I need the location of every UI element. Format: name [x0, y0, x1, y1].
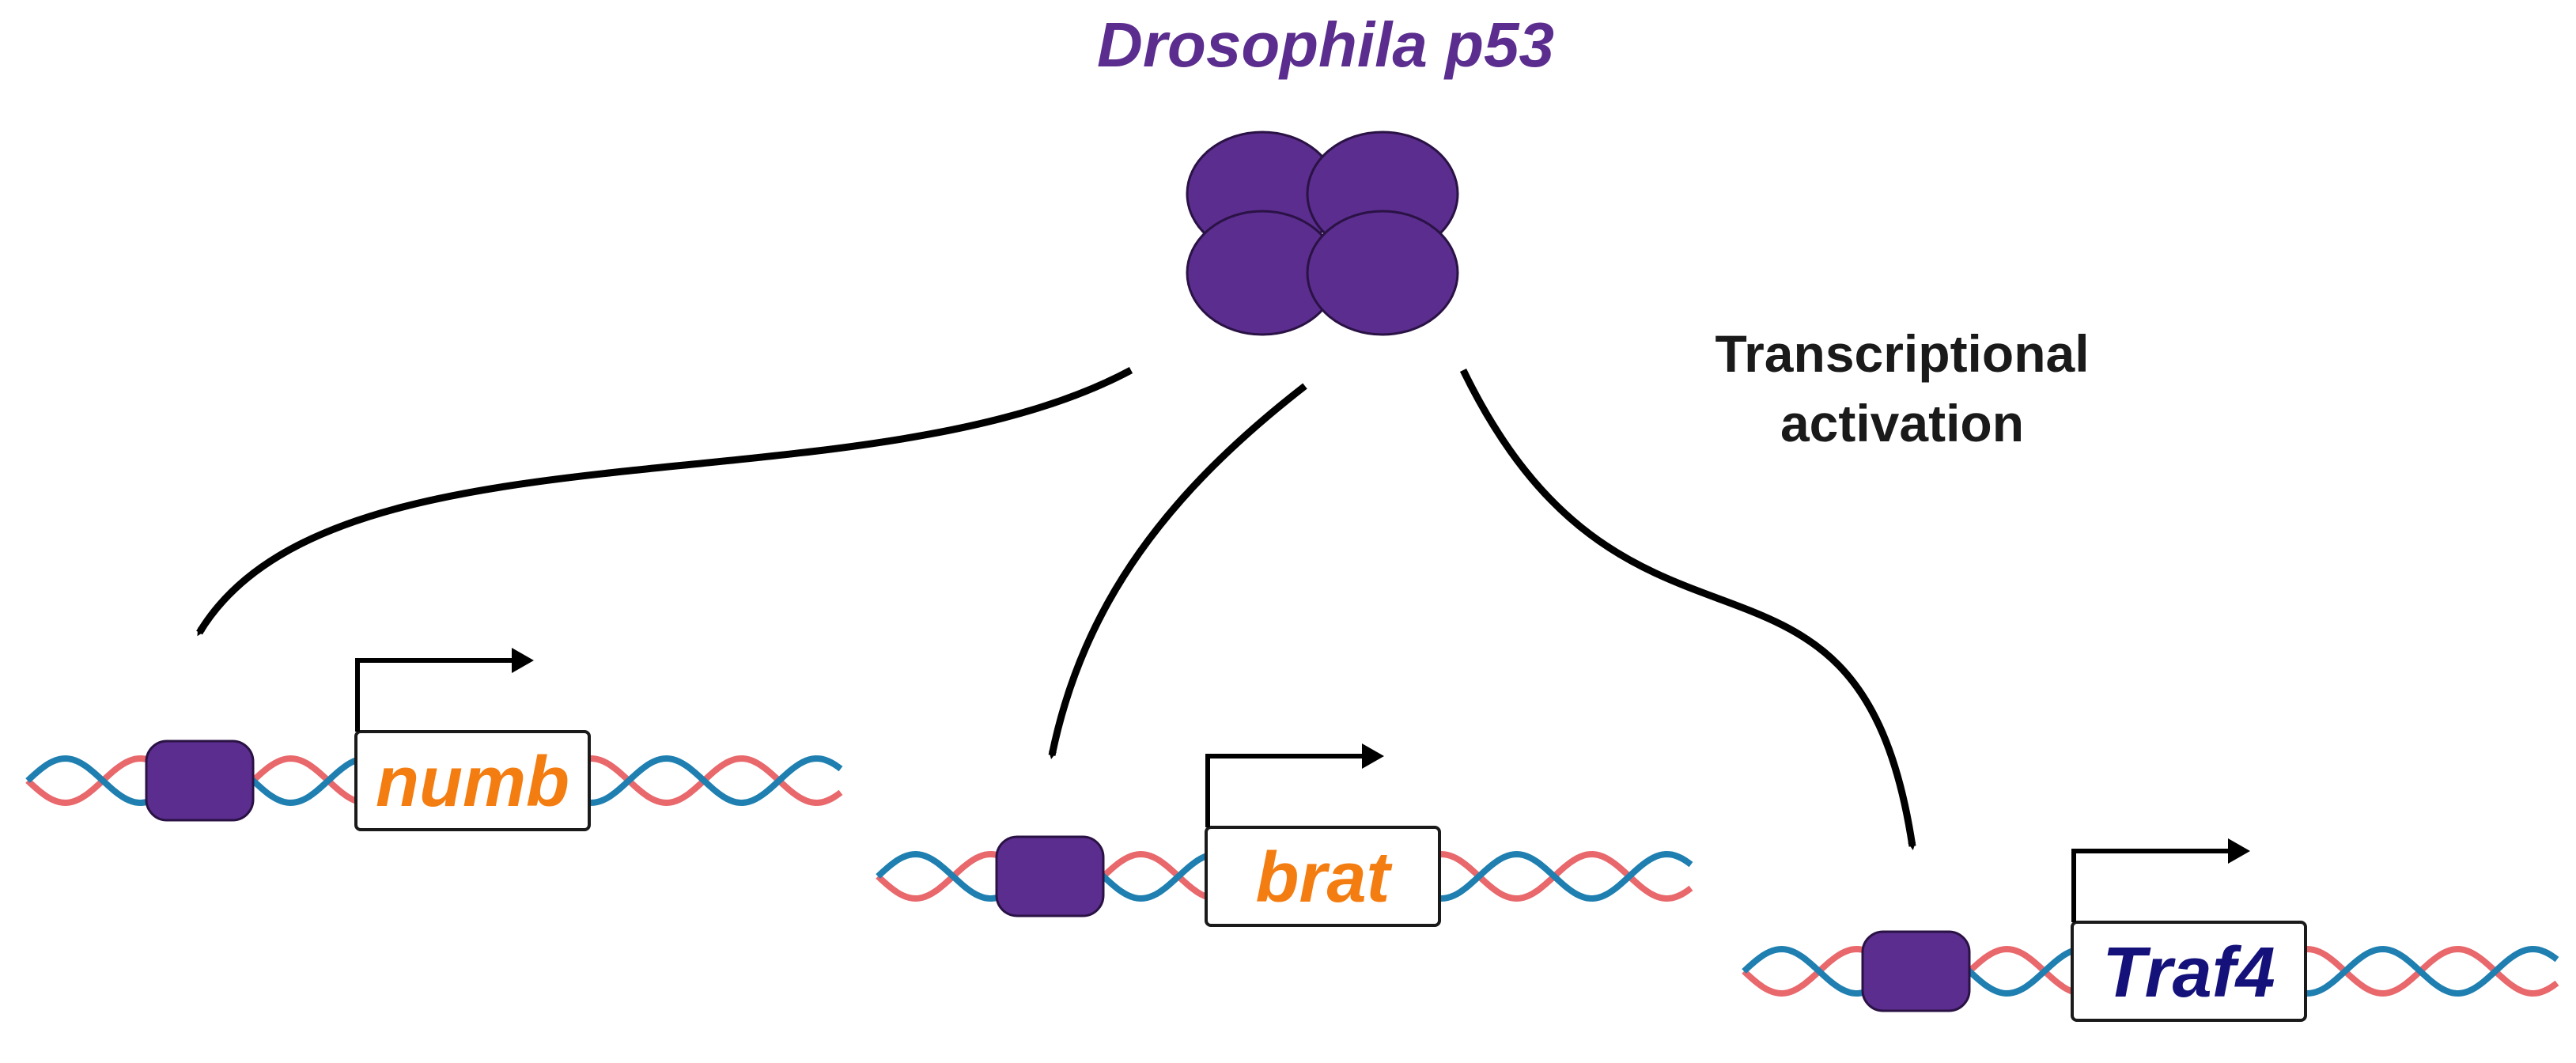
- activation-arrows: [196, 367, 1916, 850]
- transcription-arrowhead: [2228, 838, 2250, 864]
- gene-label: Traf4: [2102, 933, 2275, 1012]
- p53-binding-site: [1861, 930, 1971, 1012]
- gene-label: brat: [1255, 838, 1393, 917]
- gene-construct-traf4: Traf4: [1742, 838, 2559, 1022]
- transcription-start-arrow: [2071, 849, 2228, 922]
- p53-tetramer: [1186, 131, 1459, 336]
- transcription-start-arrow: [1205, 754, 1362, 827]
- gene-box: [354, 730, 591, 831]
- p53-subunit: [1306, 210, 1459, 336]
- annotation-line-2: activation: [1780, 394, 2024, 452]
- arrow-to-traf4: [1459, 369, 1916, 850]
- gene-box: [1205, 826, 1441, 927]
- arrow-to-numb: [196, 367, 1133, 637]
- gene-construct-brat: brat: [876, 743, 1693, 927]
- p53-binding-site: [995, 835, 1105, 917]
- transcription-start-arrow: [355, 658, 512, 732]
- protein-title: Drosophila p53: [1097, 9, 1554, 80]
- gene-label: numb: [376, 743, 569, 822]
- transcription-arrowhead: [1362, 743, 1384, 769]
- transcription-arrowhead: [512, 648, 534, 673]
- p53-binding-site: [145, 740, 255, 822]
- annotation-line-1: Transcriptional: [1715, 324, 2089, 383]
- gene-box: [2071, 921, 2307, 1022]
- arrow-to-brat: [1048, 383, 1307, 759]
- gene-construct-numb: numb: [25, 648, 843, 831]
